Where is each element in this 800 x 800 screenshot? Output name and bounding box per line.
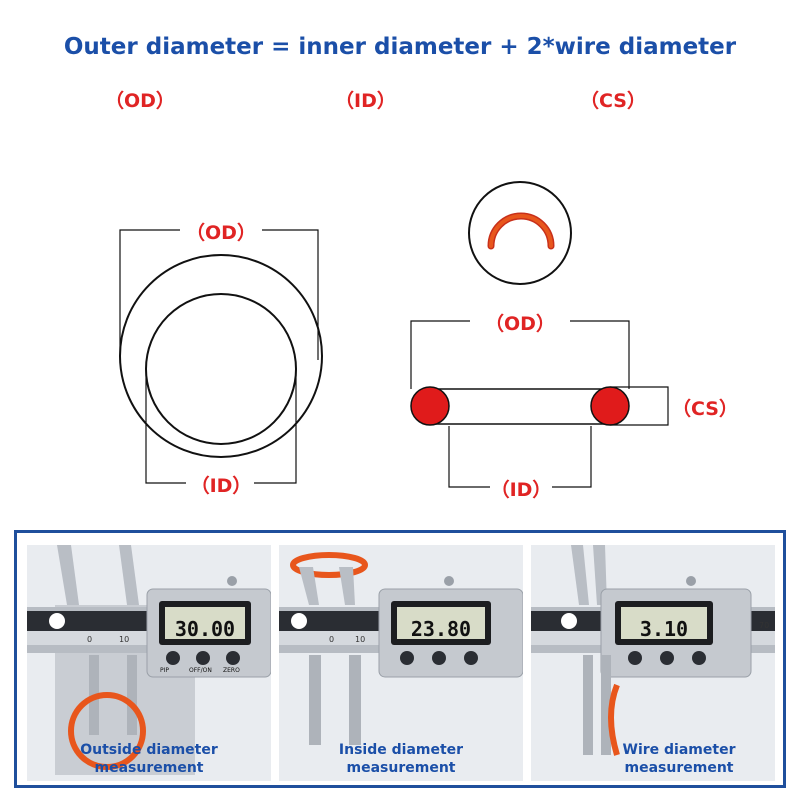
reading-inside: 23.80 — [410, 617, 472, 641]
caption-outside-line1: Outside diameter — [80, 742, 218, 758]
header-label-id: （ID） — [335, 90, 396, 112]
caption-wire-line2: measurement — [624, 760, 734, 776]
photo-outside-measurement: 0 10 20 30.00 PIP OFF/ON ZERO Outside di… — [27, 545, 271, 781]
section-od-label: （OD） — [485, 313, 555, 335]
section-cs-label: （CS） — [672, 398, 738, 420]
svg-text:10: 10 — [355, 635, 365, 644]
reading-outside: 30.00 — [174, 617, 236, 641]
front-view-ring — [119, 254, 323, 458]
section-right-circle — [590, 386, 630, 426]
zero-button-label: ZERO — [223, 667, 240, 674]
svg-text:10: 10 — [119, 635, 129, 644]
svg-text:0: 0 — [329, 635, 334, 644]
cross-section-inset — [468, 181, 572, 285]
front-od-bracket — [119, 229, 180, 360]
caption-inside-line1: Inside diameter — [338, 742, 464, 758]
page-title: Outer diameter = inner diameter + 2*wire… — [63, 34, 737, 60]
header-label-od: （OD） — [105, 90, 175, 112]
off-on-button-label: OFF/ON — [189, 667, 212, 674]
section-left-circle — [410, 386, 450, 426]
front-id-bracket — [145, 370, 186, 484]
svg-text:70: 70 — [759, 621, 769, 630]
reading-wire: 3.10 — [639, 617, 689, 641]
caption-inside-line2: measurement — [346, 760, 456, 776]
header-label-cs: （CS） — [580, 90, 646, 112]
front-od-label: （OD） — [186, 222, 256, 244]
svg-text:0: 0 — [87, 635, 92, 644]
front-id-label: （ID） — [190, 475, 252, 497]
pip-button-label: PIP — [160, 667, 170, 674]
o-ring-diagram — [119, 181, 669, 488]
caption-outside-line2: measurement — [94, 760, 204, 776]
caption-wire-line1: Wire diameter — [622, 742, 736, 758]
section-view — [410, 320, 669, 488]
section-id-label: （ID） — [490, 479, 552, 501]
measurement-panel: 0 10 20 30.00 PIP OFF/ON ZERO Outside di… — [14, 530, 786, 788]
photo-wire-measurement: 70 3.10 Wire diameter measurement — [531, 545, 775, 781]
photo-inside-measurement: 0 10 20 23.80 Inside diameter measuremen… — [279, 545, 523, 781]
